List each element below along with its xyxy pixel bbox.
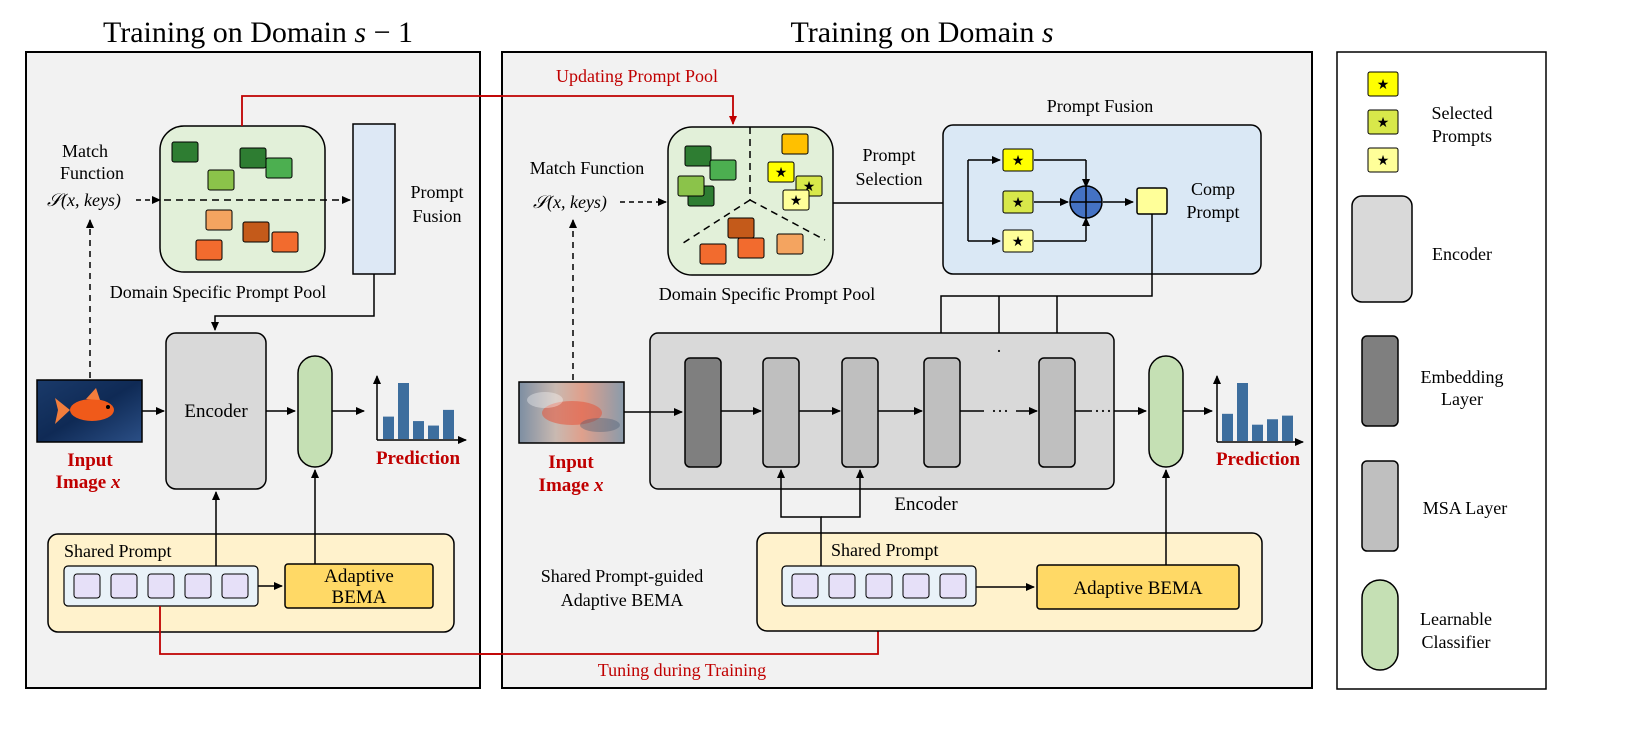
updating-pool-arrow-segment bbox=[480, 95, 737, 125]
histogram-bar bbox=[1267, 419, 1278, 441]
histogram-bar bbox=[383, 416, 394, 439]
ellipsis-vertical: · bbox=[996, 341, 1002, 361]
sum-icon bbox=[1069, 185, 1103, 219]
left-prediction-histogram bbox=[373, 375, 467, 444]
right-input-label-2: Image x bbox=[539, 475, 604, 496]
msa-layer-2 bbox=[841, 357, 879, 468]
left-prediction-label: Prediction bbox=[376, 448, 461, 469]
histogram-bar bbox=[1222, 413, 1233, 441]
right-prediction-label: Prediction bbox=[1216, 449, 1301, 470]
left-encoder-label: Encoder bbox=[184, 401, 248, 422]
legend-classifier-label-2: Classifier bbox=[1422, 632, 1491, 652]
legend-embedding-label-2: Layer bbox=[1441, 389, 1483, 409]
prompt-selection-label-2: Selection bbox=[856, 169, 923, 189]
svg-text:★: ★ bbox=[1012, 154, 1025, 169]
prompt-fusion-title: Prompt Fusion bbox=[1047, 96, 1154, 116]
legend-embedding-swatch bbox=[1361, 335, 1399, 427]
prompt-selection-label-1: Prompt bbox=[862, 145, 915, 165]
legend-selected-label-1: Selected bbox=[1432, 103, 1493, 123]
svg-text:★: ★ bbox=[1377, 78, 1390, 93]
right-histogram-bars bbox=[1222, 383, 1293, 441]
left-prompt-fusion-box bbox=[352, 123, 396, 275]
fusion-prompt-cells: ★ ★ ★ bbox=[1002, 148, 1034, 253]
left-input-label-2: Image x bbox=[56, 472, 121, 493]
legend-classifier-swatch bbox=[1361, 579, 1399, 671]
right-input-image bbox=[518, 381, 625, 444]
msa-layer-4 bbox=[1038, 357, 1076, 468]
svg-text:★: ★ bbox=[1377, 154, 1390, 169]
embedding-layer bbox=[684, 357, 722, 468]
left-pool-label: Domain Specific Prompt Pool bbox=[110, 282, 326, 302]
left-pool-prompts bbox=[171, 141, 299, 261]
right-input-label-1: Input bbox=[548, 452, 594, 473]
right-selected-prompts: ★ ★ ★ bbox=[767, 161, 823, 211]
legend-encoder-swatch bbox=[1351, 195, 1413, 303]
comp-prompt-label-2: Prompt bbox=[1186, 202, 1239, 222]
msa-layer-1 bbox=[762, 357, 800, 468]
legend-selected-prompts: ★ ★ ★ bbox=[1367, 71, 1399, 173]
histogram-bar bbox=[413, 421, 424, 439]
right-shared-prompt-label: Shared Prompt bbox=[831, 540, 939, 560]
left-panel-title: Training on Domain s − 1 bbox=[103, 16, 413, 49]
goldfish-icon bbox=[55, 388, 114, 424]
ellipsis-2: ··· bbox=[1094, 401, 1112, 421]
svg-text:★: ★ bbox=[1012, 196, 1025, 211]
shared-guided-label-1: Shared Prompt-guided bbox=[541, 566, 703, 586]
svg-text:★: ★ bbox=[775, 166, 788, 181]
histogram-bar bbox=[428, 425, 439, 439]
left-classifier bbox=[297, 355, 333, 468]
left-prompt-token-cells bbox=[73, 573, 249, 599]
legend-classifier-label-1: Learnable bbox=[1420, 609, 1492, 629]
right-match-label: Match Function bbox=[530, 158, 645, 178]
histogram-bar bbox=[1252, 424, 1263, 441]
shared-guided-label-2: Adaptive BEMA bbox=[561, 590, 683, 610]
histogram-bar bbox=[443, 409, 454, 439]
right-adaptive-bema bbox=[1036, 564, 1240, 610]
left-fusion-label-1: Prompt bbox=[410, 182, 463, 202]
histogram-bar bbox=[1282, 415, 1293, 441]
blurred-goldfish-icon bbox=[527, 392, 620, 432]
left-match-label-1: Match bbox=[62, 141, 108, 161]
comp-prompt-label-1: Comp bbox=[1191, 179, 1235, 199]
left-fusion-to-encoder-arrow bbox=[211, 274, 375, 331]
right-match-formula: 𝒮(x, keys) bbox=[533, 192, 607, 213]
ellipsis-1: ··· bbox=[991, 401, 1009, 421]
right-classifier bbox=[1148, 355, 1184, 468]
right-pool-label: Domain Specific Prompt Pool bbox=[659, 284, 875, 304]
histogram-bar bbox=[398, 383, 409, 439]
legend-msa-swatch bbox=[1361, 460, 1399, 552]
right-pool-prompts bbox=[677, 133, 809, 265]
tuning-label-overlay: Tuning during Training bbox=[598, 660, 766, 680]
left-bema-label-1: Adaptive bbox=[324, 566, 394, 587]
svg-text:★: ★ bbox=[1377, 116, 1390, 131]
shared-to-msa-wires bbox=[777, 469, 864, 566]
left-input-label-1: Input bbox=[67, 450, 113, 471]
fusion-wiring bbox=[967, 156, 1134, 245]
left-shared-prompt-label: Shared Prompt bbox=[64, 541, 172, 561]
right-prediction-histogram bbox=[1213, 375, 1304, 446]
left-fusion-label-2: Fusion bbox=[412, 206, 461, 226]
legend-encoder-label: Encoder bbox=[1432, 244, 1492, 264]
histogram-bar bbox=[1237, 383, 1248, 441]
legend-selected-label-2: Prompts bbox=[1432, 126, 1492, 146]
left-match-formula: 𝒮(x, keys) bbox=[47, 190, 121, 211]
updating-pool-label-overlay: Updating Prompt Pool bbox=[556, 66, 718, 86]
left-bema-label-2: BEMA bbox=[332, 587, 387, 608]
legend-msa-label: MSA Layer bbox=[1423, 498, 1508, 518]
comp-prompt-box bbox=[1136, 187, 1168, 215]
right-bema-label: Adaptive BEMA bbox=[1073, 578, 1203, 599]
left-adaptive-bema bbox=[284, 563, 434, 609]
right-panel-title: Training on Domain s bbox=[790, 16, 1053, 49]
right-prompt-token-cells bbox=[791, 573, 967, 599]
right-encoder-label: Encoder bbox=[894, 494, 958, 515]
left-match-label-2: Function bbox=[60, 163, 124, 183]
svg-text:★: ★ bbox=[1012, 235, 1025, 250]
right-pool-dividers bbox=[679, 127, 826, 246]
left-histogram-bars bbox=[383, 383, 454, 439]
msa-layer-3 bbox=[923, 357, 961, 468]
legend-embedding-label-1: Embedding bbox=[1421, 367, 1504, 387]
svg-text:★: ★ bbox=[790, 194, 803, 209]
